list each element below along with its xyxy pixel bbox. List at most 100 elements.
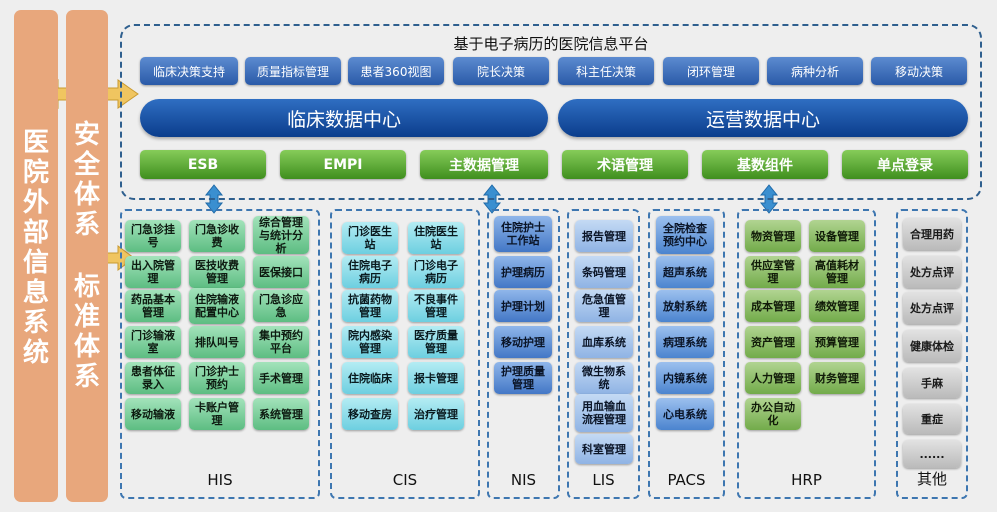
other-tile[interactable]: 处方点评 [903,292,961,324]
hrp-tile[interactable]: 成本管理 [745,290,801,322]
cis-tile[interactable]: 住院临床 [342,362,398,394]
pacs-tile[interactable]: 放射系统 [656,290,714,322]
nis-tile[interactable]: 护理计划 [494,290,552,322]
base-component-button[interactable]: 基数组件 [702,150,828,179]
hrp-tile[interactable]: 供应室管理 [745,256,801,288]
his-tile[interactable]: 综合管理与统计分析 [253,216,309,255]
nis-group: NIS [487,209,560,499]
pacs-tile[interactable]: 病理系统 [656,326,714,358]
security-standard-bar: 安全体系 标准体系 [66,10,108,502]
his-label: HIS [207,471,233,489]
clinical-decision-button[interactable]: 临床决策支持 [140,57,238,85]
nis-tile[interactable]: 护理病历 [494,256,552,288]
lis-tile[interactable]: 微生物系统 [575,362,633,394]
hrp-tile[interactable]: 资产管理 [745,326,801,358]
pacs-tile[interactable]: 全院检查预约中心 [656,216,714,254]
empi-button[interactable]: EMPI [280,150,406,179]
his-tile[interactable]: 门急诊应急 [253,290,309,322]
his-tile[interactable]: 卡账户管理 [189,398,245,430]
his-tile[interactable]: 系统管理 [253,398,309,430]
pacs-tile[interactable]: 超声系统 [656,256,714,288]
hrp-tile[interactable]: 财务管理 [809,362,865,394]
his-tile[interactable]: 医保接口 [253,256,309,288]
other-tile[interactable]: 重症 [903,404,961,434]
cis-tile[interactable]: 抗菌药物管理 [342,290,398,322]
lis-tile[interactable]: 血库系统 [575,326,633,358]
cis-tile[interactable]: 住院医生站 [408,222,464,254]
nis-tile[interactable]: 住院护士工作站 [494,216,552,252]
his-tile[interactable]: 医技收费管理 [189,256,245,288]
his-tile[interactable]: 门诊护士预约 [189,362,245,394]
other-tile[interactable]: 处方点评 [903,256,961,288]
pacs-tile[interactable]: 心电系统 [656,398,714,430]
other-tile[interactable]: 合理用药 [903,218,961,250]
external-systems-bar: 医院外部信息系统 [14,10,58,502]
pacs-label: PACS [667,471,706,489]
hrp-tile[interactable]: 预算管理 [809,326,865,358]
his-tile[interactable]: 患者体征录入 [125,362,181,394]
other-tile[interactable]: 健康体检 [903,330,961,362]
cis-tile[interactable]: 住院电子病历 [342,256,398,288]
his-tile[interactable]: 集中预约平台 [253,326,309,358]
emr-platform-container [120,24,982,200]
his-tile[interactable]: 药品基本管理 [125,290,181,322]
mobile-decision-button[interactable]: 移动决策 [871,57,967,85]
his-tile[interactable]: 住院输液配置中心 [189,288,245,324]
cis-tile[interactable]: 院内感染管理 [342,326,398,358]
president-decision-button[interactable]: 院长决策 [453,57,549,85]
cis-tile[interactable]: 医疗质量管理 [408,326,464,358]
his-group: HIS [120,209,320,499]
nis-tile[interactable]: 护理质量管理 [494,362,552,394]
lis-label: LIS [592,471,615,489]
clinical-data-center[interactable]: 临床数据中心 [140,99,548,137]
cis-tile[interactable]: 报卡管理 [408,362,464,394]
other-group: 其他 [896,209,968,499]
hrp-tile[interactable]: 设备管理 [809,220,865,252]
lis-tile[interactable]: 危急值管理 [575,290,633,322]
lis-group: LIS [567,209,640,499]
pacs-tile[interactable]: 内镜系统 [656,362,714,394]
hrp-tile[interactable]: 办公自动化 [745,398,801,430]
security-system-label: 安全体系 [74,120,101,240]
lis-tile[interactable]: 用血输血流程管理 [575,394,633,432]
lis-tile[interactable]: 报告管理 [575,220,633,252]
his-tile[interactable]: 移动输液 [125,398,181,430]
nis-label: NIS [510,471,537,489]
lis-tile[interactable]: 条码管理 [575,256,633,288]
his-tile[interactable]: 门急诊收费 [189,220,245,252]
cis-tile[interactable]: 门诊电子病历 [408,256,464,288]
his-tile[interactable]: 出入院管理 [125,256,181,288]
platform-title: 基于电子病历的医院信息平台 [453,35,649,53]
cis-label: CIS [392,471,418,489]
operation-data-center[interactable]: 运营数据中心 [558,99,968,137]
external-systems-label: 医院外部信息系统 [23,128,50,368]
standard-system-label: 标准体系 [74,272,101,392]
terminology-button[interactable]: 术语管理 [562,150,688,179]
cis-tile[interactable]: 治疗管理 [408,398,464,430]
other-tile[interactable]: ...... [903,440,961,468]
other-tile[interactable]: 手麻 [903,368,961,398]
patient-360-button[interactable]: 患者360视图 [348,57,444,85]
other-label: 其他 [916,470,947,488]
cis-tile[interactable]: 不良事件管理 [408,290,464,322]
hrp-group: HRP [737,209,876,499]
his-tile[interactable]: 门诊输液室 [125,326,181,358]
hrp-tile[interactable]: 高值耗材管理 [809,256,865,288]
hrp-tile[interactable]: 物资管理 [745,220,801,252]
his-tile[interactable]: 手术管理 [253,362,309,394]
director-decision-button[interactable]: 科主任决策 [558,57,654,85]
lis-tile[interactable]: 科室管理 [575,434,633,464]
quality-indicator-button[interactable]: 质量指标管理 [245,57,341,85]
cis-tile[interactable]: 门诊医生站 [342,222,398,254]
closed-loop-button[interactable]: 闭环管理 [663,57,759,85]
hrp-tile[interactable]: 人力管理 [745,362,801,394]
master-data-button[interactable]: 主数据管理 [420,150,548,179]
sso-button[interactable]: 单点登录 [842,150,968,179]
his-tile[interactable]: 门急诊挂号 [125,220,181,252]
hrp-tile[interactable]: 绩效管理 [809,290,865,322]
nis-tile[interactable]: 移动护理 [494,326,552,358]
esb-button[interactable]: ESB [140,150,266,179]
cis-tile[interactable]: 移动查房 [342,398,398,430]
his-tile[interactable]: 排队叫号 [189,326,245,358]
disease-analysis-button[interactable]: 病种分析 [767,57,863,85]
